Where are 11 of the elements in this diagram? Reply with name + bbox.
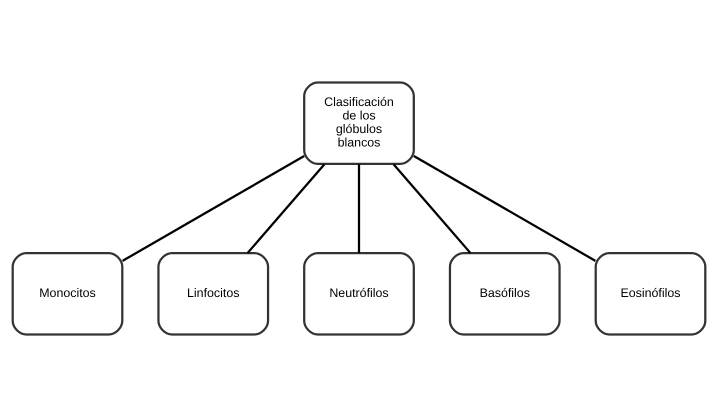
connector bbox=[246, 163, 326, 254]
node-box: Neutrófilos bbox=[303, 252, 415, 336]
connector bbox=[392, 163, 472, 254]
connector bbox=[122, 155, 305, 262]
node-box: Monocitos bbox=[12, 252, 124, 336]
node-box: Clasificación de los glóbulos blancos bbox=[303, 81, 415, 165]
connector bbox=[358, 164, 360, 254]
node-box: Basófilos bbox=[448, 252, 561, 336]
node-box: Linfocitos bbox=[157, 252, 270, 336]
node-box: Eosinófilos bbox=[594, 252, 706, 336]
connector bbox=[413, 155, 596, 262]
